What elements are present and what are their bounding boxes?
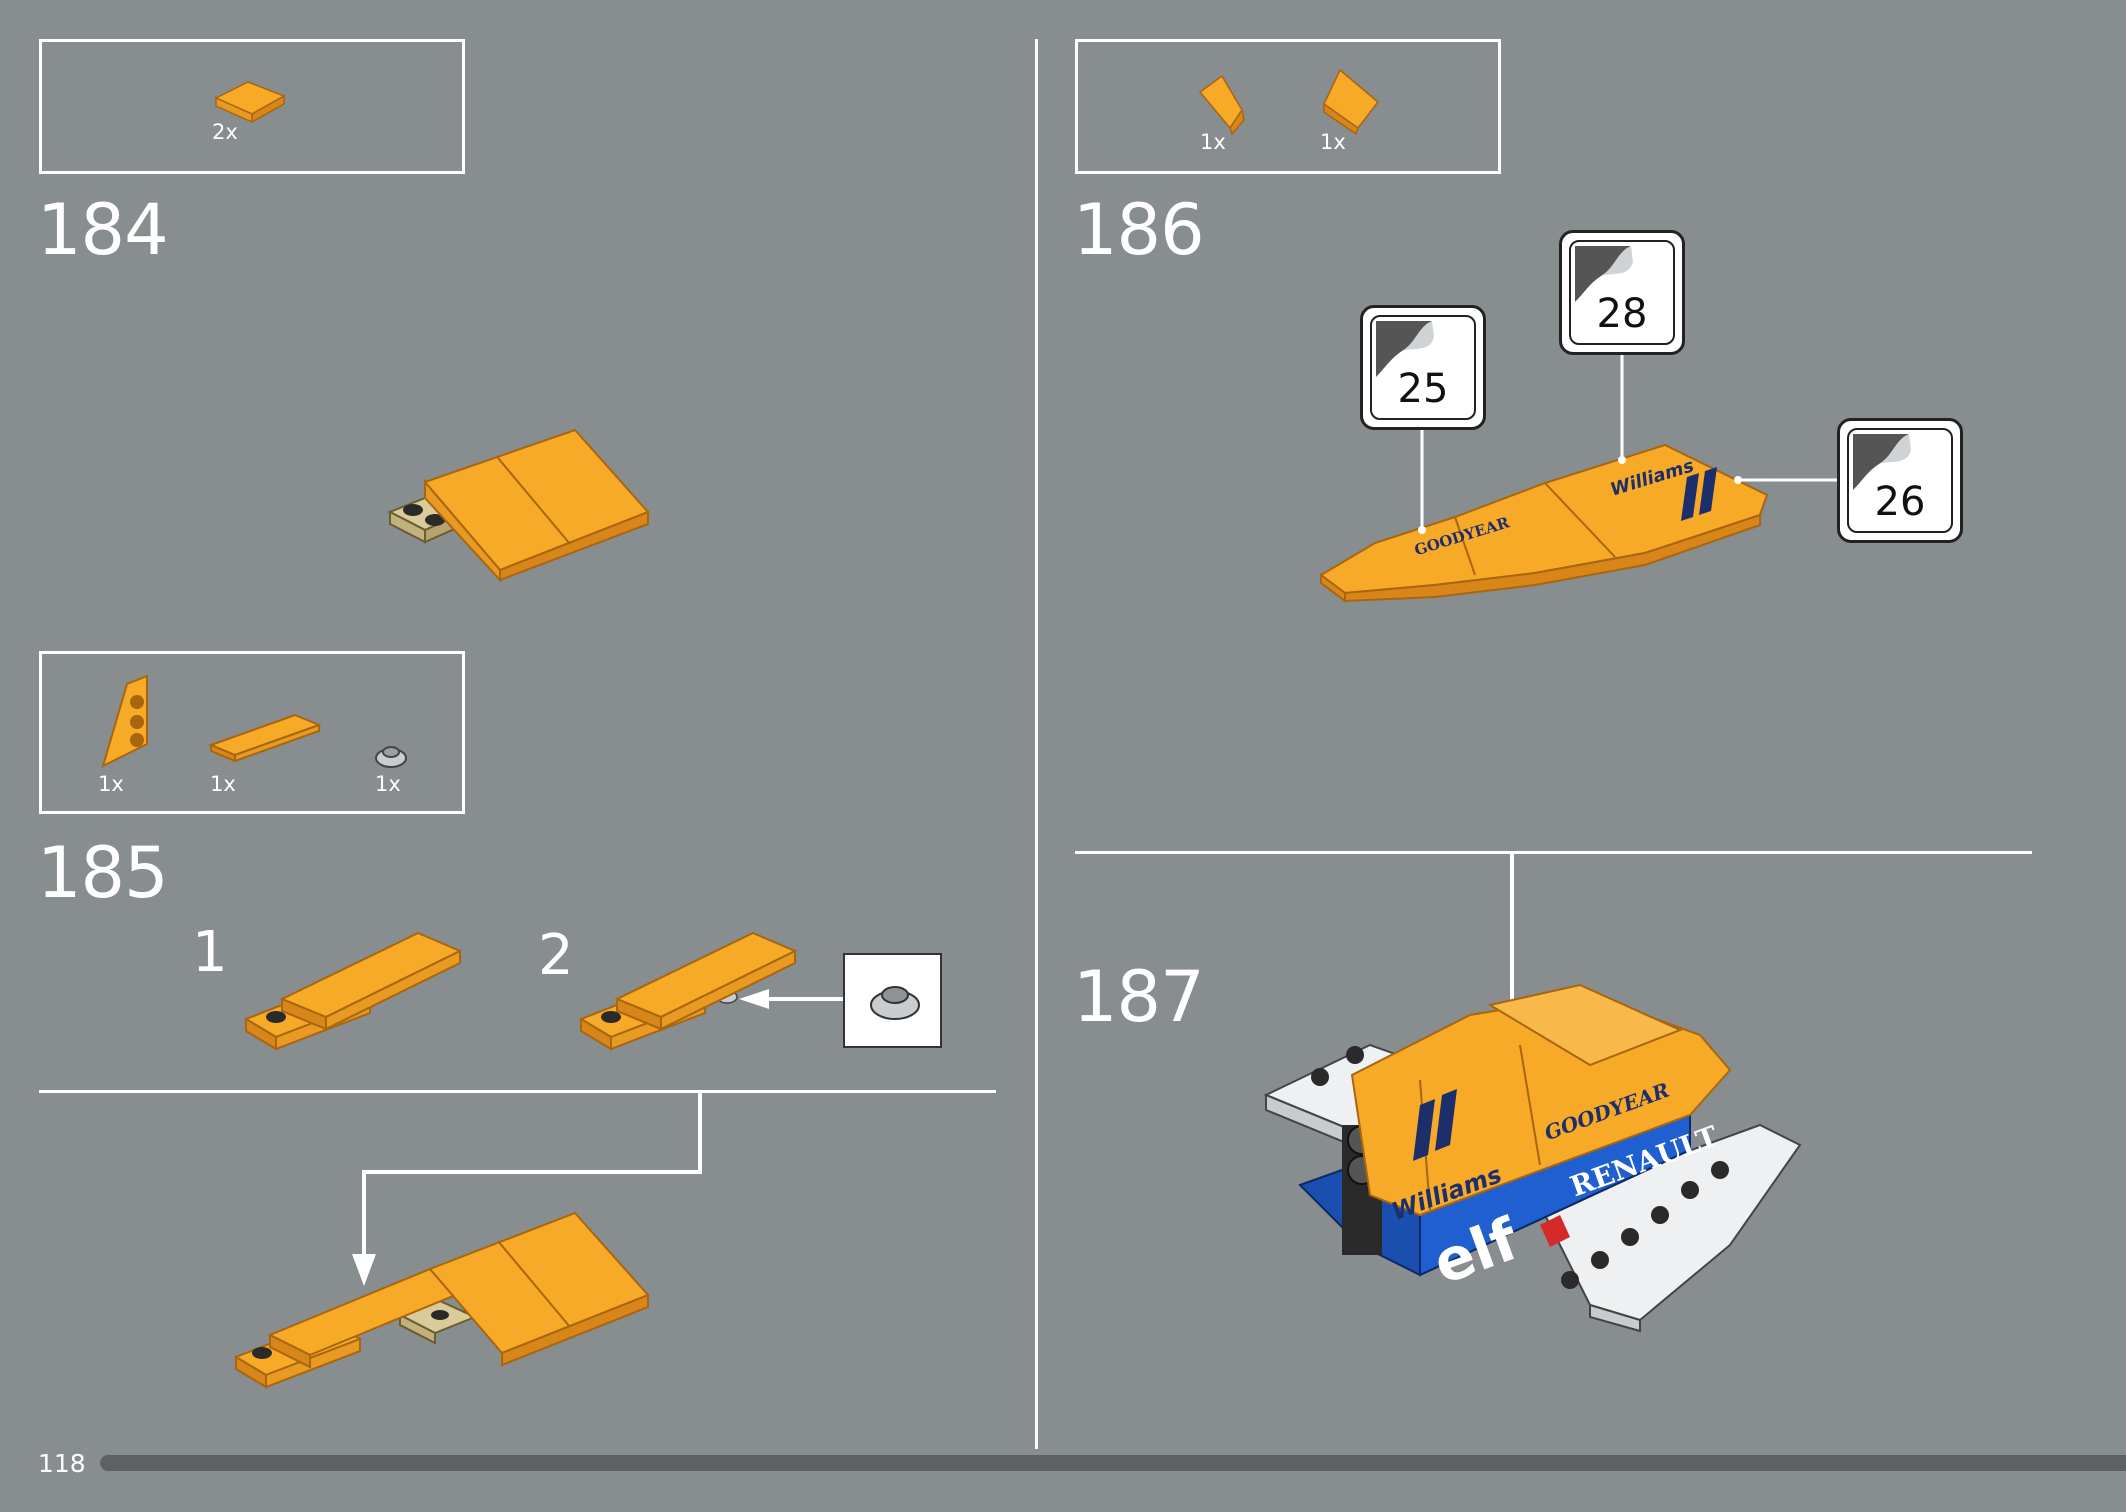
- curved-slope-part-icon: [214, 81, 286, 124]
- elf-logo-icon: [1540, 1215, 1570, 1247]
- insert-arrow: [739, 989, 847, 1009]
- sub-part-box: [843, 953, 942, 1048]
- sticker-callout-28: 28: [1559, 230, 1685, 355]
- part-qty: 1x: [375, 772, 401, 796]
- part-qty: 2x: [212, 120, 238, 144]
- substep-1-label: 1: [192, 920, 228, 985]
- combine-arrow: [352, 1092, 702, 1286]
- section-divider: [1075, 851, 2032, 854]
- step-186-assembly: GOODYEAR Williams: [1319, 443, 1769, 603]
- part-qty: 1x: [1200, 130, 1226, 154]
- step-184-assembly: [387, 428, 650, 583]
- parts-list-184: 2x: [39, 39, 465, 174]
- part-qty: 1x: [98, 772, 124, 796]
- substep-2-assembly: [578, 931, 798, 1051]
- step-number-184: 184: [37, 189, 169, 271]
- round-plate-icon: [870, 986, 920, 1020]
- step-187-assembly: Williams GOODYEAR RENAULT elf: [1263, 983, 1802, 1333]
- sticker-number: 26: [1874, 479, 1926, 525]
- round-plate-part-icon: [375, 746, 407, 768]
- parts-list-185: 1x 1x 1x: [39, 651, 465, 814]
- parts-list-186: 1x 1x: [1075, 39, 1501, 174]
- williams-logo-w: [1413, 1099, 1435, 1161]
- sticker-leader-lines: [1418, 352, 1840, 534]
- sticker-peel-icon: [1376, 321, 1434, 377]
- sticker-number: 25: [1397, 366, 1449, 412]
- tile-part-icon: [208, 713, 322, 763]
- step-number-185: 185: [37, 832, 169, 914]
- substep-2-label: 2: [538, 923, 574, 988]
- step-number-186: 186: [1073, 189, 1205, 271]
- sticker-peel-icon: [1853, 434, 1911, 490]
- part-qty: 1x: [1320, 130, 1346, 154]
- substep-1-assembly: [243, 931, 463, 1051]
- sticker-callout-25: 25: [1360, 305, 1486, 430]
- step-number-187: 187: [1073, 956, 1205, 1038]
- sticker-number: 28: [1596, 291, 1648, 337]
- curved-wedge-left-part-icon: [1198, 74, 1245, 136]
- part-qty: 1x: [210, 772, 236, 796]
- wedge-plate-part-icon: [101, 674, 148, 768]
- sticker-peel-icon: [1575, 246, 1633, 302]
- section-divider: [39, 1090, 996, 1093]
- page-number: 118: [38, 1449, 86, 1478]
- williams-logo-w: [1681, 473, 1699, 521]
- step-185-assembly: [233, 1211, 650, 1389]
- progress-bar: [100, 1455, 2126, 1471]
- curved-wedge-right-part-icon: [1323, 68, 1380, 136]
- sticker-callout-26: 26: [1837, 418, 1963, 543]
- page-divider: [1035, 39, 1038, 1449]
